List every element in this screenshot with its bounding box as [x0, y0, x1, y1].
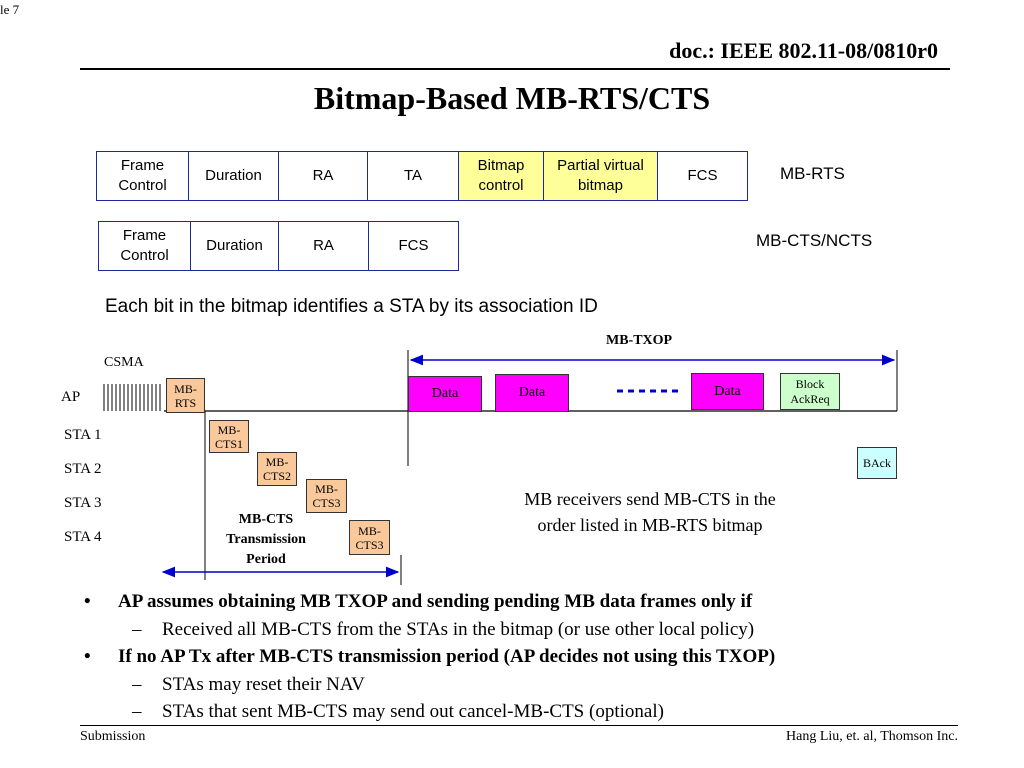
- field-duration: Duration: [189, 152, 279, 200]
- slide-title: Bitmap-Based MB-RTS/CTS: [313, 80, 711, 116]
- field-ta: TA: [368, 152, 459, 200]
- mb-rts-box: MB- RTS: [166, 378, 205, 413]
- station-label-sta4: STA 4: [64, 529, 102, 545]
- dash-marker: –: [132, 674, 142, 695]
- footer-right: Hang Liu, et. al, Thomson Inc.: [786, 729, 958, 744]
- mb-rts-frame-format: Frame Control Duration RA TA Bitmap cont…: [96, 151, 748, 201]
- sub-bullet-item: –STAs may reset their NAV: [80, 671, 980, 698]
- document-id: doc.: IEEE 802.11-08/0810r0: [669, 38, 938, 63]
- field-duration: Duration: [191, 222, 279, 270]
- field-frame-control: Frame Control: [97, 152, 189, 200]
- back-box: BAck: [857, 447, 897, 479]
- dash-marker: –: [132, 701, 142, 722]
- mb-cts3-box-sta4: MB- CTS3: [349, 520, 390, 555]
- mb-cts2-box: MB- CTS2: [257, 452, 297, 486]
- field-fcs: FCS: [687, 167, 718, 184]
- field-bitmap-control: Bitmap control: [459, 152, 544, 200]
- field-frame-control: Frame Control: [99, 222, 191, 270]
- station-label-sta1: STA 1: [64, 427, 102, 443]
- mb-cts-frame-format: Frame Control Duration RA FCS: [98, 221, 459, 271]
- data-frame-2: Data: [495, 374, 569, 412]
- field-ra: RA: [279, 152, 368, 200]
- receivers-note: MB receivers send MB-CTS in the order li…: [524, 489, 776, 535]
- station-label-ap: AP: [61, 389, 81, 405]
- bitmap-note: Each bit in the bitmap identifies a STA …: [105, 296, 598, 317]
- mb-txop-label: MB-TXOP: [606, 333, 673, 348]
- field-ra: RA: [279, 222, 369, 270]
- footer-left: Submission: [80, 729, 146, 744]
- transmission-period-label: MB-CTS Transmission Period: [226, 512, 306, 567]
- data-frame-1: Data: [408, 376, 482, 412]
- field-partial-virtual-bitmap: Partial virtual bitmap: [544, 152, 658, 200]
- data-frame-3: Data: [691, 373, 764, 410]
- block-ack-req-box: Block AckReq: [780, 373, 840, 410]
- sub-bullet-item: –Received all MB-CTS from the STAs in th…: [80, 616, 980, 643]
- bullet-item: •AP assumes obtaining MB TXOP and sendin…: [80, 588, 980, 616]
- bullet-marker: •: [84, 591, 91, 612]
- dash-marker: –: [132, 619, 142, 640]
- slide-number: le 7: [0, 2, 20, 17]
- field-fcs: FCS: [398, 237, 429, 254]
- footer-rule: [80, 725, 958, 726]
- csma-label: CSMA: [104, 355, 144, 370]
- mb-cts-label: MB-CTS/NCTS: [756, 231, 873, 250]
- csma-backoff-marks: [103, 384, 161, 411]
- header-rule: [80, 68, 950, 70]
- bullet-item: •If no AP Tx after MB-CTS transmission p…: [80, 643, 980, 671]
- bullet-list: •AP assumes obtaining MB TXOP and sendin…: [80, 588, 980, 725]
- mb-cts1-box: MB- CTS1: [209, 420, 249, 453]
- station-label-sta2: STA 2: [64, 461, 102, 477]
- mb-rts-label: MB-RTS: [780, 164, 845, 183]
- mb-cts3-box: MB- CTS3: [306, 479, 347, 513]
- bullet-marker: •: [84, 646, 91, 667]
- sub-bullet-item: –STAs that sent MB-CTS may send out canc…: [80, 698, 980, 725]
- station-label-sta3: STA 3: [64, 495, 102, 511]
